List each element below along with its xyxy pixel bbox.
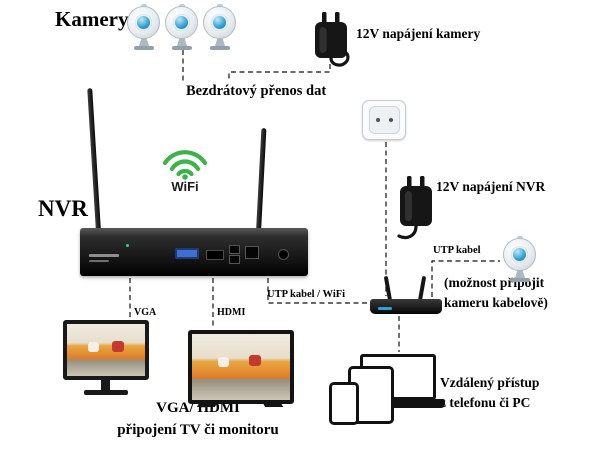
camera-lens	[173, 14, 190, 31]
power-jack	[278, 249, 289, 260]
wifi-label: WiFi	[171, 179, 199, 194]
camera-mount	[139, 38, 149, 46]
wifi-dot	[182, 174, 188, 180]
camera-mount	[215, 38, 225, 46]
photo-figure	[248, 355, 261, 367]
dome-camera-icon	[502, 236, 538, 284]
camera-lens	[211, 14, 228, 31]
router-body	[370, 299, 442, 314]
monitor-base	[84, 390, 128, 395]
nvr-brand-mark	[89, 254, 119, 257]
camera-power-label: 12V napájení kamery	[356, 26, 481, 41]
power-adapter-icon	[315, 12, 350, 67]
smartphone-icon	[329, 382, 359, 425]
utp-cable-label: UTP kabel	[433, 245, 481, 256]
adapter-highlight	[405, 191, 412, 221]
dome-camera-icon	[202, 4, 238, 52]
usb-port	[229, 245, 240, 254]
wireless-transfer-label: Bezdrátový přenos dat	[186, 83, 327, 99]
nvr-label: NVR	[38, 196, 88, 221]
wifi-signal-icon	[162, 150, 208, 180]
screen-photo	[67, 324, 145, 376]
camera-base	[134, 46, 154, 50]
camera-body	[203, 6, 236, 39]
vga-port	[175, 248, 199, 259]
monitor-icon	[63, 320, 149, 380]
nvr-brand-mark	[89, 260, 109, 262]
dashed-connector-path	[129, 50, 500, 352]
plug-pin	[335, 12, 340, 23]
nvr-power-label: 12V napájení NVR	[436, 179, 546, 194]
adapter-cable	[329, 50, 350, 67]
camera-base	[510, 278, 530, 282]
router-icon	[368, 275, 444, 320]
adapter-cable	[397, 224, 418, 240]
laptop-base	[350, 399, 445, 408]
socket-hole	[389, 118, 393, 122]
photo-figure	[112, 340, 125, 352]
screen-photo	[192, 334, 290, 400]
socket-hole	[376, 118, 380, 122]
plug-pin	[407, 176, 412, 187]
nvr-recorder-icon	[80, 228, 308, 276]
plug-pin	[322, 12, 327, 23]
plug-pin	[420, 176, 425, 187]
tv-foot	[196, 403, 218, 407]
photo-figure	[88, 342, 100, 353]
vga-label: VGA	[134, 307, 157, 318]
camera-lens	[511, 246, 528, 263]
wifi-arcs	[162, 150, 208, 177]
camera-body	[165, 6, 198, 39]
monitor-stand	[101, 378, 110, 391]
wall-socket-icon	[362, 100, 406, 140]
camera-mount	[515, 270, 525, 278]
cameras-group-label: Kamery	[55, 7, 129, 31]
camera-lens	[135, 14, 152, 31]
router-led	[378, 307, 392, 310]
camera-mount	[177, 38, 187, 46]
nvr-status-led	[126, 244, 129, 247]
utp-wifi-label: UTP kabel / WiFi	[267, 289, 346, 300]
hdmi-label: HDMI	[217, 307, 246, 318]
adapter-highlight	[319, 27, 327, 53]
display-connection-note: VGA/ HDMI připojení TV či monitoru	[117, 400, 279, 438]
camera-base	[172, 46, 192, 50]
hdmi-port	[206, 250, 224, 260]
remote-access-note: Vzdálený přístup z telefonu či PC	[440, 375, 540, 411]
tv-icon	[188, 330, 294, 404]
photo-figure	[218, 357, 230, 368]
lan-port	[245, 246, 259, 259]
dome-camera-icon	[164, 4, 200, 52]
dome-camera-icon	[126, 4, 162, 52]
tv-foot	[262, 403, 284, 407]
usb-port	[229, 255, 240, 264]
power-adapter-icon	[397, 176, 432, 240]
adapter-body	[400, 186, 432, 226]
socket-face	[369, 106, 400, 134]
camera-base	[210, 46, 230, 50]
